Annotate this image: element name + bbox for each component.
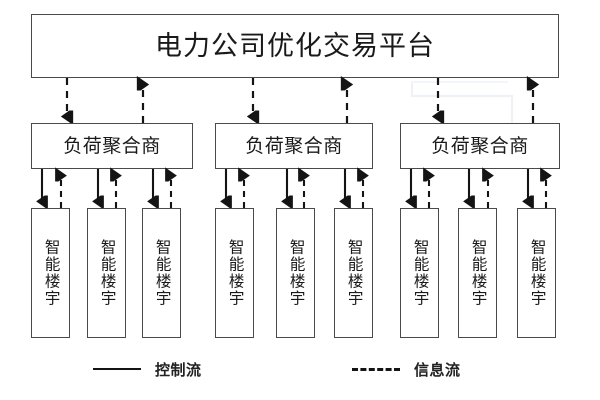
building-box-7: 智能楼宇 <box>400 208 439 338</box>
legend: 控制流 信息流 <box>0 352 600 386</box>
building-label-6: 智能楼宇 <box>345 239 363 307</box>
building-label-9: 智能楼宇 <box>528 239 546 307</box>
platform-box: 电力公司优化交易平台 <box>31 14 559 78</box>
legend-label-control-flow: 控制流 <box>155 360 202 379</box>
building-box-6: 智能楼宇 <box>334 208 373 338</box>
building-label-5: 智能楼宇 <box>287 239 305 307</box>
building-box-4: 智能楼宇 <box>215 208 254 338</box>
building-label-3: 智能楼宇 <box>153 239 171 307</box>
aggregator-box-3: 负荷聚合商 <box>400 123 560 169</box>
building-label-1: 智能楼宇 <box>42 239 60 307</box>
platform-label: 电力公司优化交易平台 <box>155 30 435 61</box>
building-label-7: 智能楼宇 <box>411 239 429 307</box>
dashed-line-swatch-icon <box>352 367 400 371</box>
building-box-1: 智能楼宇 <box>31 208 70 338</box>
building-box-5: 智能楼宇 <box>276 208 315 338</box>
aggregator-label-1: 负荷聚合商 <box>63 135 161 157</box>
aggregator-box-2: 负荷聚合商 <box>215 123 373 169</box>
building-box-2: 智能楼宇 <box>87 208 126 338</box>
legend-label-information-flow: 信息流 <box>414 360 461 379</box>
aggregator-label-3: 负荷聚合商 <box>431 135 529 157</box>
building-box-3: 智能楼宇 <box>142 208 181 338</box>
aggregator-label-2: 负荷聚合商 <box>245 135 343 157</box>
aggregator-box-1: 负荷聚合商 <box>31 123 193 169</box>
building-box-8: 智能楼宇 <box>458 208 497 338</box>
legend-item-information-flow: 信息流 <box>352 352 461 386</box>
building-label-4: 智能楼宇 <box>226 239 244 307</box>
building-label-2: 智能楼宇 <box>98 239 116 307</box>
building-box-9: 智能楼宇 <box>517 208 556 338</box>
legend-item-control-flow: 控制流 <box>93 352 202 386</box>
solid-line-swatch-icon <box>93 368 141 370</box>
building-label-8: 智能楼宇 <box>469 239 487 307</box>
